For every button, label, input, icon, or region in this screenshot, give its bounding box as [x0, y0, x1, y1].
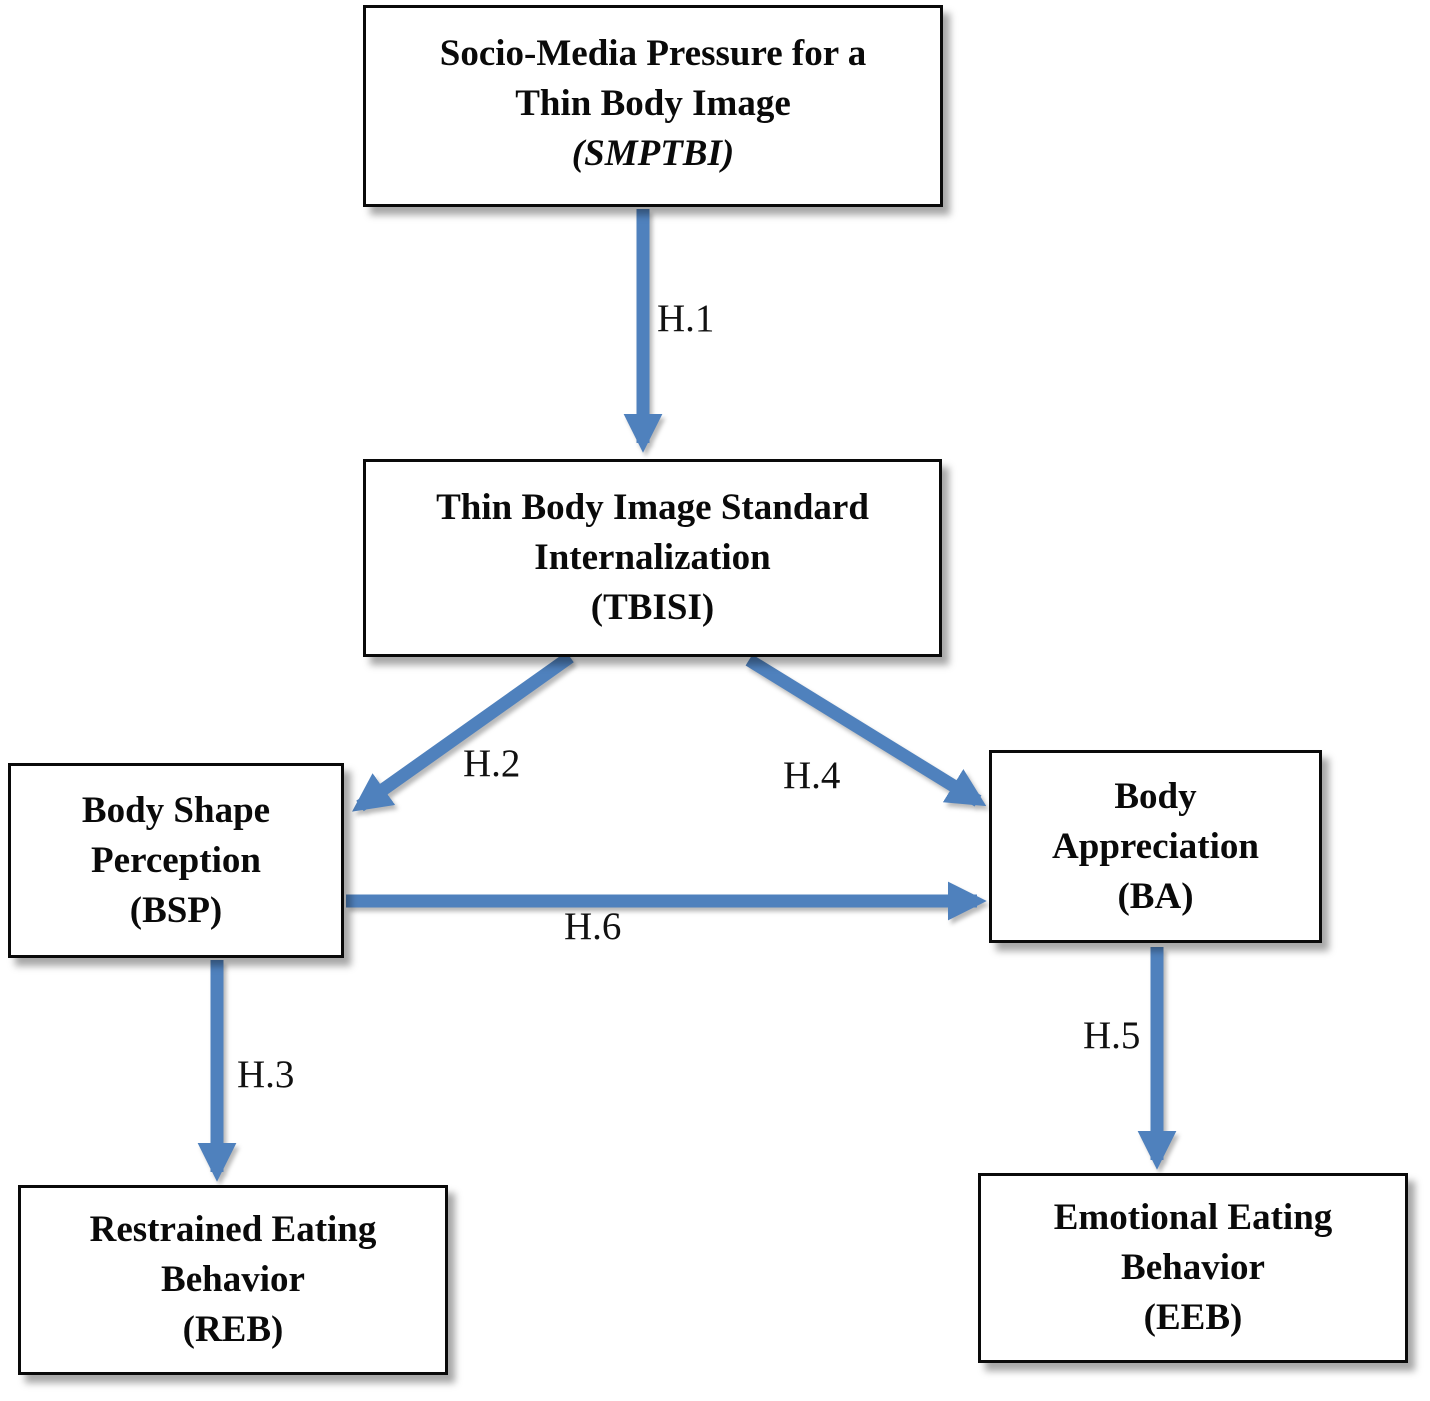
- edge-label-h3: H.3: [237, 1053, 295, 1096]
- node-tbisi-line2: Internalization: [534, 537, 771, 578]
- edge-label-h4: H.4: [783, 754, 841, 797]
- node-smptbi-line2: Thin Body Image: [515, 83, 791, 124]
- node-tbisi-line1: Thin Body Image Standard: [436, 487, 869, 528]
- edge-label-h2: H.2: [463, 742, 521, 785]
- node-bsp: Body Shape Perception (BSP): [8, 763, 344, 958]
- node-eeb-line2: Behavior: [1121, 1247, 1265, 1288]
- node-reb-abbr: (REB): [182, 1309, 284, 1350]
- node-smptbi-abbr: (SMPTBI): [571, 133, 735, 174]
- node-reb: Restrained Eating Behavior (REB): [18, 1185, 448, 1375]
- node-ba-line1: Body: [1114, 775, 1197, 817]
- edge-label-h1: H.1: [657, 297, 715, 340]
- node-reb-line2: Behavior: [161, 1259, 305, 1300]
- node-smptbi-line1: Socio-Media Pressure for a: [439, 33, 867, 74]
- node-ba-abbr: (BA): [1117, 875, 1194, 917]
- node-eeb-line1: Emotional Eating: [1053, 1197, 1333, 1238]
- node-eeb: Emotional Eating Behavior (EEB): [978, 1173, 1408, 1363]
- node-smptbi: Socio-Media Pressure for a Thin Body Ima…: [363, 5, 943, 207]
- edge-label-h6: H.6: [564, 905, 622, 948]
- node-reb-line1: Restrained Eating: [89, 1209, 377, 1250]
- node-tbisi: Thin Body Image Standard Internalization…: [363, 459, 942, 657]
- node-ba: Body Appreciation (BA): [989, 750, 1322, 943]
- node-tbisi-abbr: (TBISI): [590, 587, 715, 628]
- node-bsp-line1: Body Shape: [81, 789, 271, 831]
- node-eeb-abbr: (EEB): [1143, 1297, 1243, 1338]
- node-bsp-abbr: (BSP): [129, 889, 223, 931]
- edge-label-h5: H.5: [1083, 1014, 1141, 1057]
- node-bsp-line2: Perception: [91, 839, 261, 881]
- node-ba-line2: Appreciation: [1052, 825, 1259, 867]
